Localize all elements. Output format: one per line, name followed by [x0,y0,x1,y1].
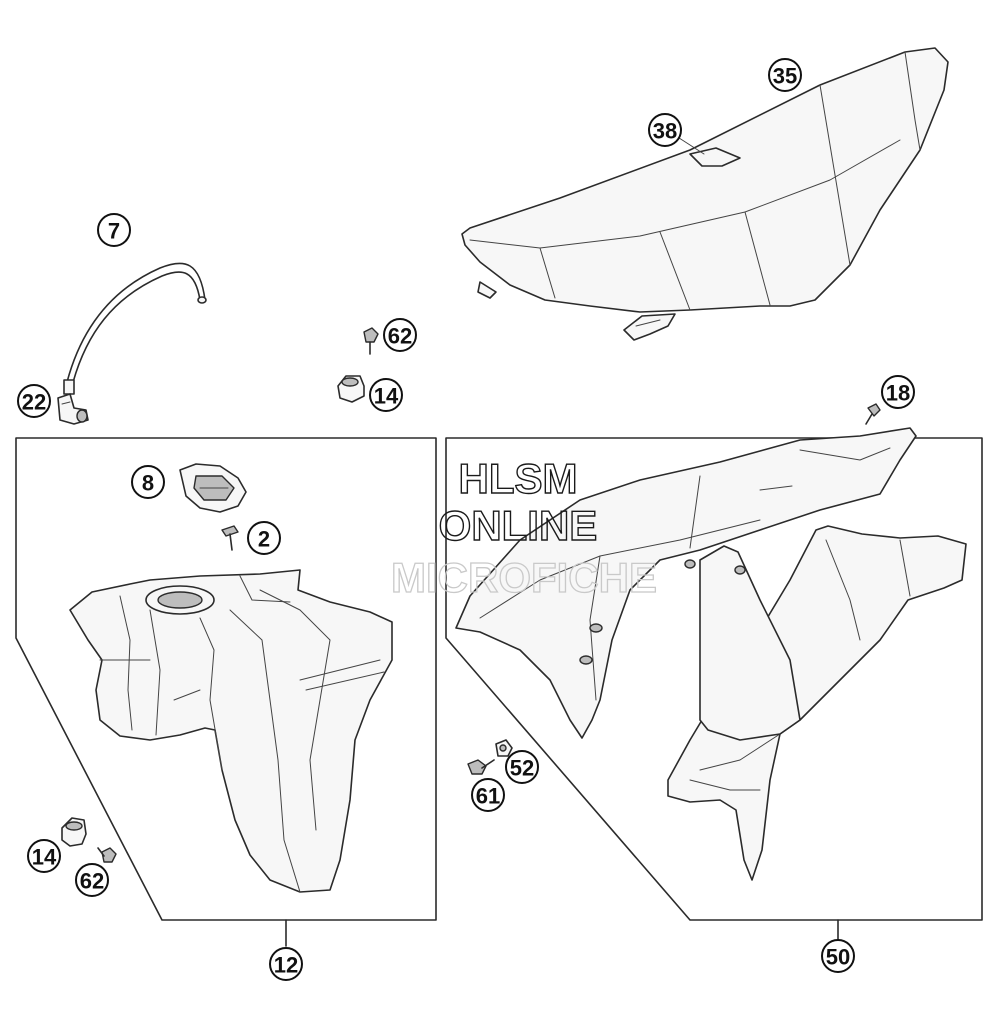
callout-62-bottom-label: 62 [80,869,104,894]
screw-top[interactable] [363,327,379,355]
callout-62-top[interactable]: 62 [383,318,417,352]
callout-14-bottom-label: 14 [32,845,57,870]
fuel-tank[interactable] [69,569,393,893]
callout-7[interactable]: 7 [97,213,131,247]
right-spoiler[interactable] [667,525,967,881]
watermark-line-1: HLSM [459,455,578,502]
fuel-tank-group-frame [15,437,437,947]
nut-61[interactable] [467,759,495,775]
callout-14-bottom[interactable]: 14 [27,839,61,873]
callout-38[interactable]: 38 [648,113,682,147]
callout-35-label: 35 [773,64,797,89]
radiator-shroud [699,545,801,741]
callout-62-bottom[interactable]: 62 [75,863,109,897]
callout-61-label: 61 [476,784,500,809]
callout-35[interactable]: 35 [768,58,802,92]
watermark: HLSM ONLINE MICROFICHE [390,454,657,601]
callout-8-label: 8 [142,471,154,496]
callout-52[interactable]: 52 [505,750,539,784]
hose-fitting[interactable] [57,393,89,425]
callout-14-top[interactable]: 14 [369,378,403,412]
callout-7-label: 7 [108,219,120,244]
screw-2[interactable] [221,525,239,551]
seat-bracket [623,313,676,341]
seat[interactable] [461,47,949,341]
callout-12-label: 12 [274,953,298,978]
breather-hose[interactable] [63,262,207,395]
callout-22-label: 22 [22,390,46,415]
callout-12[interactable]: 12 [269,947,303,981]
callout-18[interactable]: 18 [881,375,915,409]
bushing-top[interactable] [337,375,365,403]
callout-22[interactable]: 22 [17,384,51,418]
leader-lines [675,135,705,155]
callout-14-top-label: 14 [374,384,399,409]
left-spoiler[interactable] [455,427,917,739]
fuel-cap[interactable] [179,463,247,513]
callout-50[interactable]: 50 [821,939,855,973]
nut-52[interactable] [495,739,513,757]
callout-2-label: 2 [258,527,270,552]
callout-50-label: 50 [826,945,850,970]
watermark-line-2: ONLINE [439,502,598,549]
callout-52-label: 52 [510,756,534,781]
watermark-line-3: MICROFICHE [391,554,657,601]
callout-61[interactable]: 61 [471,778,505,812]
callout-38-label: 38 [653,119,677,144]
callout-2[interactable]: 2 [247,521,281,555]
callout-8[interactable]: 8 [131,465,165,499]
callout-18-label: 18 [886,381,910,406]
screw-bottom[interactable] [97,847,117,863]
bushing-bottom[interactable] [61,817,87,847]
callout-62-top-label: 62 [388,324,412,349]
screw-18[interactable] [865,403,881,425]
